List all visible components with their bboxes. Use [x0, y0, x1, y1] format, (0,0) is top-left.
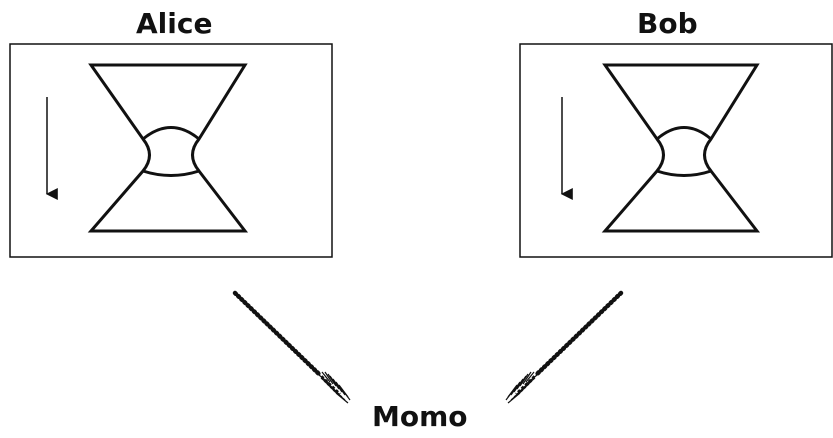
alice-panel — [9, 43, 333, 258]
bob-hourglass-bulge-top — [656, 126, 712, 141]
alice-panel-frame — [9, 43, 333, 258]
bob-hourglass-icon — [601, 63, 761, 233]
alice-hourglass-bulge-top — [142, 126, 200, 141]
alice-hourglass-icon — [87, 63, 249, 233]
bob-to-momo-arrow — [505, 290, 624, 404]
bob-panel-frame — [519, 43, 833, 258]
alice-to-momo-arrow-feathers — [318, 371, 351, 404]
bob-label: Bob — [637, 7, 698, 40]
alice-hourglass-bulge-bottom — [142, 169, 200, 177]
alice-label: Alice — [136, 7, 213, 40]
bob-to-momo-arrow-beads — [533, 290, 624, 378]
bob-to-momo-arrow-feathers — [505, 371, 538, 404]
bob-panel — [519, 43, 833, 258]
alice-to-momo-arrow — [232, 290, 351, 404]
alice-to-momo-arrow-beads — [232, 290, 323, 378]
bob-hourglass-bulge-bottom — [656, 169, 712, 177]
momo-label: Momo — [372, 400, 468, 433]
